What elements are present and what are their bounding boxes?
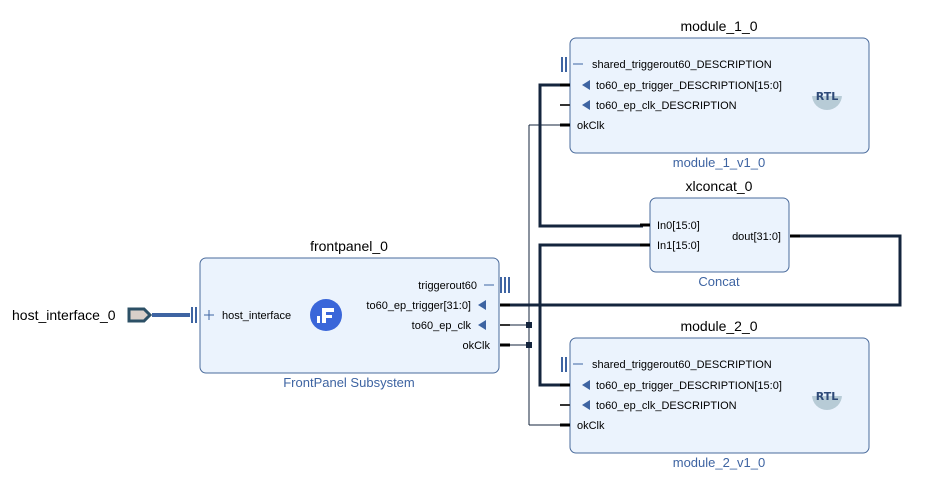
net-junction	[526, 342, 532, 348]
port-to60-ep-clk[interactable]: to60_ep_clk_DESCRIPTION	[596, 100, 737, 112]
port-to60-ep-trigger[interactable]: to60_ep_trigger_DESCRIPTION[15:0]	[596, 80, 782, 92]
block-instance-name: module_2_0	[680, 318, 757, 334]
block-xlconcat[interactable]: xlconcat_0 Concat In0[15:0] In1[15:0] do…	[640, 178, 800, 289]
port-to60-ep-trigger[interactable]: to60_ep_trigger_DESCRIPTION[15:0]	[596, 380, 782, 392]
rtl-badge-icon: RTL	[811, 80, 843, 110]
port-in1[interactable]: In1[15:0]	[657, 240, 700, 252]
block-frontpanel[interactable]: frontpanel_0 FrontPanel Subsystem host_i…	[191, 238, 510, 390]
input-arrow-icon	[582, 380, 590, 390]
net-in0[interactable]	[538, 83, 643, 228]
port-to60-ep-clk[interactable]: to60_ep_clk_DESCRIPTION	[596, 400, 737, 412]
block-instance-name: module_1_0	[680, 18, 757, 34]
input-arrow-icon	[478, 320, 486, 330]
frontpanel-logo-icon	[310, 299, 342, 331]
port-triggerout60[interactable]: triggerout60	[418, 280, 477, 292]
block-instance-name: xlconcat_0	[686, 178, 753, 194]
expand-plus-icon[interactable]	[204, 310, 214, 320]
port-to60-ep-clk[interactable]: to60_ep_clk	[412, 320, 472, 332]
block-type-label: module_2_v1_0	[673, 455, 766, 470]
svg-text:RTL: RTL	[816, 90, 839, 103]
port-in0[interactable]: In0[15:0]	[657, 220, 700, 232]
port-okclk[interactable]: okClk	[462, 340, 490, 352]
input-arrow-icon	[478, 300, 486, 310]
block-instance-name: frontpanel_0	[310, 238, 388, 254]
net-junction	[526, 322, 532, 328]
block-body[interactable]	[569, 337, 870, 454]
block-type-label: FrontPanel Subsystem	[283, 375, 415, 390]
port-okclk[interactable]: okClk	[577, 420, 605, 432]
rtl-badge-icon: RTL	[811, 380, 843, 410]
port-to60-ep-trigger[interactable]: to60_ep_trigger[31:0]	[366, 300, 471, 312]
port-shared-triggerout60[interactable]: shared_triggerout60_DESCRIPTION	[592, 359, 772, 371]
block-module-2[interactable]: module_2_0 module_2_v1_0 shared_triggero…	[560, 318, 870, 470]
nets	[152, 83, 902, 426]
port-dout[interactable]: dout[31:0]	[732, 231, 781, 243]
net-in1[interactable]	[538, 243, 643, 387]
input-arrow-icon	[582, 80, 590, 90]
block-type-label: module_1_v1_0	[673, 155, 766, 170]
port-host-interface[interactable]: host_interface	[222, 310, 291, 322]
port-arrow-icon	[127, 307, 153, 323]
net-okclk[interactable]	[500, 124, 569, 426]
net-to60-ep-trigger[interactable]	[500, 234, 902, 307]
input-arrow-icon	[582, 400, 590, 410]
block-module-1[interactable]: module_1_0 module_1_v1_0 shared_triggero…	[560, 18, 870, 170]
block-body[interactable]	[569, 37, 870, 154]
block-body[interactable]	[649, 197, 790, 273]
external-port-label: host_interface_0	[12, 307, 116, 323]
svg-text:RTL: RTL	[816, 390, 839, 403]
port-okclk[interactable]: okClk	[577, 120, 605, 132]
port-shared-triggerout60[interactable]: shared_triggerout60_DESCRIPTION	[592, 59, 772, 71]
block-body[interactable]	[199, 257, 500, 374]
external-port-host-interface[interactable]: host_interface_0	[12, 307, 153, 323]
input-arrow-icon	[582, 100, 590, 110]
block-type-label: Concat	[698, 274, 740, 289]
